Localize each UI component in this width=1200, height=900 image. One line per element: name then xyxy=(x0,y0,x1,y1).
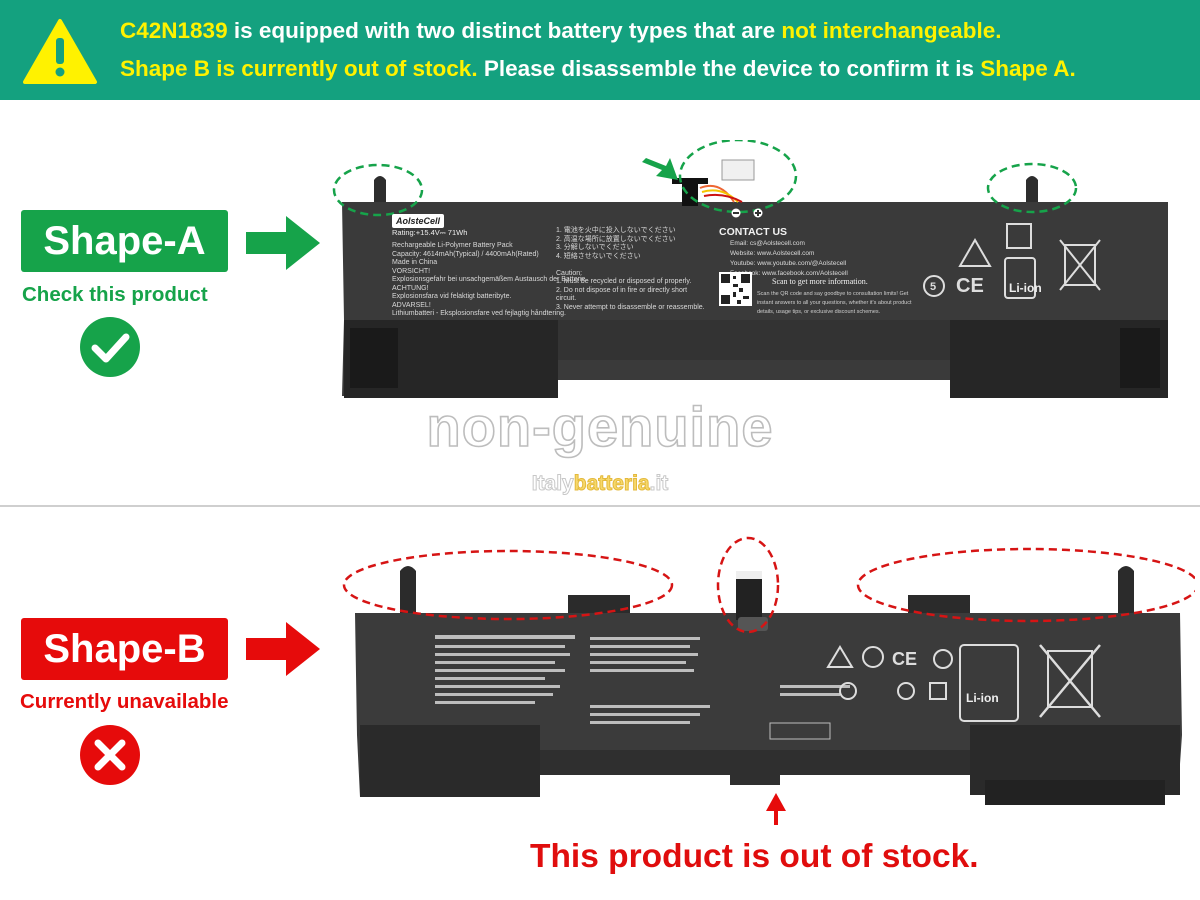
qr-code xyxy=(719,272,752,306)
shape-a-battery: 5 CE xyxy=(332,140,1168,398)
warning-triangle-icon xyxy=(23,19,97,84)
shape-a-note: Check this product xyxy=(22,283,208,306)
battery-spec-text: Rechargeable Li-Polymer Battery Pack Cap… xyxy=(392,242,588,317)
battery-rating: Rating:+15.4V⎓ 71Wh xyxy=(392,228,468,237)
battery-brand-label: AolsteCell xyxy=(392,214,445,228)
contact-website: Website: www.Aolstecell.com xyxy=(730,250,815,257)
x-circle-icon xyxy=(80,725,140,785)
banner-text-2: Please disassemble the device to confirm… xyxy=(477,56,981,81)
banner-text-1: is equipped with two distinct battery ty… xyxy=(227,18,782,43)
site-middle: batteria xyxy=(573,472,650,496)
section-divider xyxy=(0,505,1200,507)
battery-warning-text: 1. 電池を火中に投入しないでください 2. 高温な場所に放置しないでください … xyxy=(556,227,705,311)
warning-banner: C42N1839 is equipped with two distinct b… xyxy=(0,0,1200,100)
out-of-stock-emphasis: Shape B is currently out of stock. xyxy=(120,56,478,81)
out-of-stock-notice: This product is out of stock. xyxy=(530,838,979,875)
shape-b-battery: CE xyxy=(342,536,1195,825)
li-ion-label-a: Li-ion xyxy=(1009,281,1042,295)
non-genuine-watermark: non-genuine xyxy=(426,394,774,459)
scan-description: Scan the QR code and say goodbye to cons… xyxy=(757,291,912,315)
scan-info-text: Scan to get more information. xyxy=(772,277,868,286)
svg-text:5: 5 xyxy=(930,281,936,293)
check-circle-icon xyxy=(80,317,140,377)
banner-line-1: C42N1839 is equipped with two distinct b… xyxy=(120,18,1001,44)
contact-email: Email: cs@Aolstecell.com xyxy=(730,240,805,247)
banner-line-2: Shape B is currently out of stock. Pleas… xyxy=(120,56,1076,82)
shape-a-emphasis: Shape A. xyxy=(980,56,1076,81)
site-prefix: Italy xyxy=(531,472,574,496)
not-interchangeable-emphasis: not interchangeable. xyxy=(781,18,1002,43)
shape-b-tag: Shape-B xyxy=(21,618,228,680)
green-arrow-icon xyxy=(246,216,320,270)
site-watermark: Italybatteria.it xyxy=(0,472,1200,496)
svg-text:CE: CE xyxy=(956,275,984,297)
shape-b-note: Currently unavailable xyxy=(20,690,229,713)
li-ion-label-b: Li-ion xyxy=(966,691,999,705)
model-number: C42N1839 xyxy=(120,18,228,43)
shape-a-tag: Shape-A xyxy=(21,210,228,272)
contact-youtube: Youtube: www.youtube.com/@Aolstecell xyxy=(730,260,847,267)
site-suffix: .it xyxy=(649,472,669,496)
contact-us-title: CONTACT US xyxy=(719,226,788,238)
red-arrow-icon xyxy=(246,622,320,676)
svg-text:CE: CE xyxy=(892,649,917,669)
